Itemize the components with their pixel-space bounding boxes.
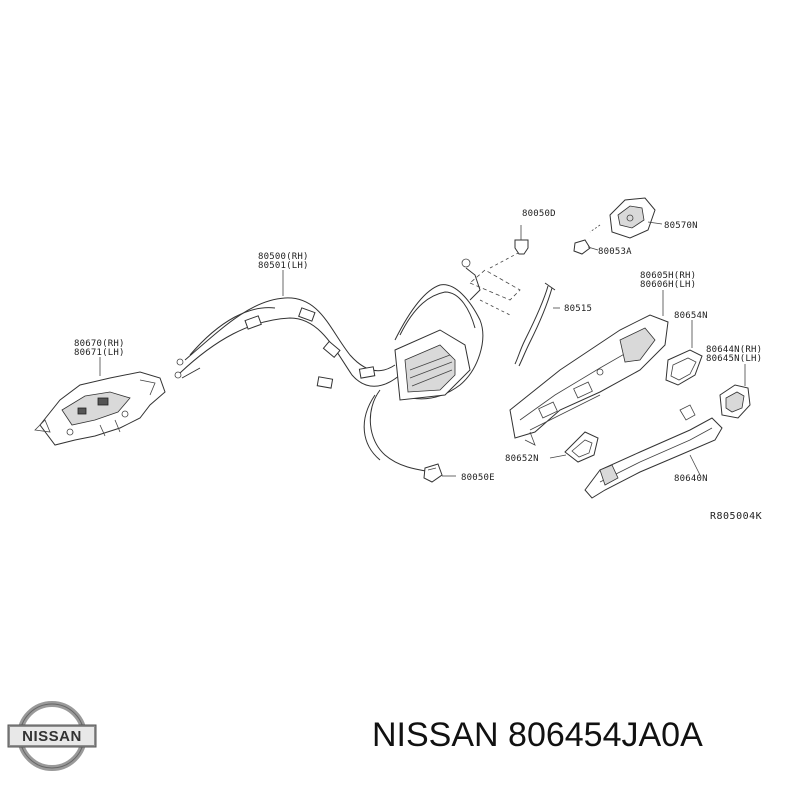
door-lock-cables [174, 297, 401, 389]
diagram-reference-code: R805004K [710, 511, 762, 522]
outside-handle-80640n [584, 404, 723, 499]
bolt-80053a [573, 239, 599, 255]
label-80652n: 80652N [505, 454, 539, 464]
label-80053a: 80053A [598, 247, 632, 257]
label-80645n-lh: 80645N(LH) [706, 354, 762, 364]
gasket-80654n [665, 320, 703, 386]
label-80501-lh: 80501(LH) [258, 261, 309, 271]
lock-rod-80515 [514, 282, 560, 367]
label-80670-rh: 80670(RH) [74, 339, 125, 349]
clip-80050e [423, 463, 456, 483]
part-caption: NISSAN 806454JA0A [372, 716, 792, 766]
outside-handle-bracket [509, 290, 669, 446]
label-80654n: 80654N [674, 311, 708, 321]
label-80671-lh: 80671(LH) [74, 348, 125, 358]
door-lock-actuator [34, 371, 166, 446]
caption-brand: NISSAN [372, 716, 499, 754]
door-striker-80570n [589, 197, 663, 239]
label-80606h-lh: 80606H(LH) [640, 280, 696, 290]
nissan-logo-text: NISSAN [22, 728, 82, 745]
label-80500-rh: 80500(RH) [258, 252, 309, 262]
label-80050e: 80050E [461, 473, 495, 483]
label-80605h-rh: 80605H(RH) [640, 271, 696, 281]
label-80644n-rh: 80644N(RH) [706, 345, 762, 355]
label-80640n: 80640N [674, 474, 708, 484]
key-cylinder-cap [719, 364, 751, 419]
clip-80050d [514, 225, 529, 255]
nissan-logo: NISSAN [7, 701, 97, 771]
label-80515: 80515 [564, 304, 592, 314]
caption-part-number: 806454JA0A [508, 716, 703, 754]
label-80050d: 80050D [522, 209, 556, 219]
label-80570n: 80570N [664, 221, 698, 231]
gasket-80652n [549, 431, 599, 463]
door-latch-assembly [363, 251, 521, 473]
